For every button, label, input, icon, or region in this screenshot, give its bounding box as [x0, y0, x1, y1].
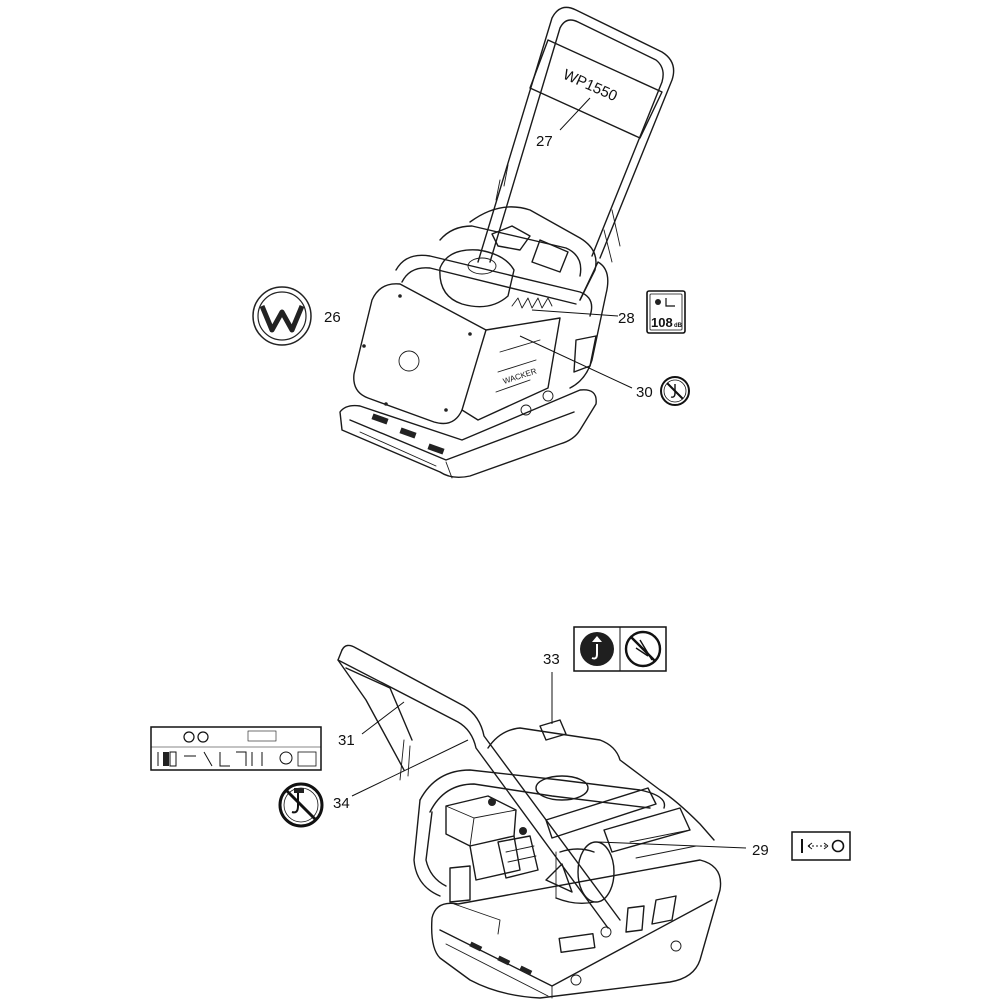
sound-power-decal-icon: [646, 290, 686, 334]
noise-value: 108: [651, 315, 673, 330]
top-plate-compactor: WP1550 WACKER: [339, 6, 675, 479]
callout-31: 31: [338, 732, 355, 749]
leader-29: [597, 841, 747, 849]
leader-27: [559, 97, 591, 131]
callout-30: 30: [636, 384, 653, 401]
leader-34: [351, 739, 469, 797]
callout-27: 27: [536, 133, 553, 150]
callout-26: 26: [324, 309, 341, 326]
leader-28: [531, 309, 619, 317]
leader-30: [519, 335, 633, 389]
callout-28: 28: [618, 310, 635, 327]
no-lifting-hook-icon: [660, 376, 690, 406]
callout-29: 29: [752, 842, 769, 859]
leader-31: [361, 701, 405, 735]
lifting-point-icon: [580, 632, 614, 666]
wacker-neuson-w-logo-icon: [252, 286, 312, 346]
brand-logo-decal: [252, 286, 312, 346]
no-lifting-hook-icon: [278, 782, 324, 828]
noise-unit: dB: [674, 323, 683, 329]
no-lifting-decal-top: [660, 376, 690, 406]
no-lifting-decal-bottom: [278, 782, 324, 828]
no-lifting-hook-icon: [624, 630, 662, 668]
operation-info-decal: [150, 726, 322, 771]
handle-model-decal: WP1550: [560, 66, 619, 105]
travel-direction-decal-icon: [791, 831, 851, 861]
lifting-decal: [573, 626, 667, 672]
callout-34: 34: [333, 795, 350, 812]
callout-33: 33: [543, 651, 560, 668]
sound-power-decal: 108 dB: [646, 290, 686, 334]
operation-info-decal-icon: [150, 726, 322, 771]
travel-direction-decal: [791, 831, 851, 861]
bottom-plate-compactor: [337, 644, 722, 999]
